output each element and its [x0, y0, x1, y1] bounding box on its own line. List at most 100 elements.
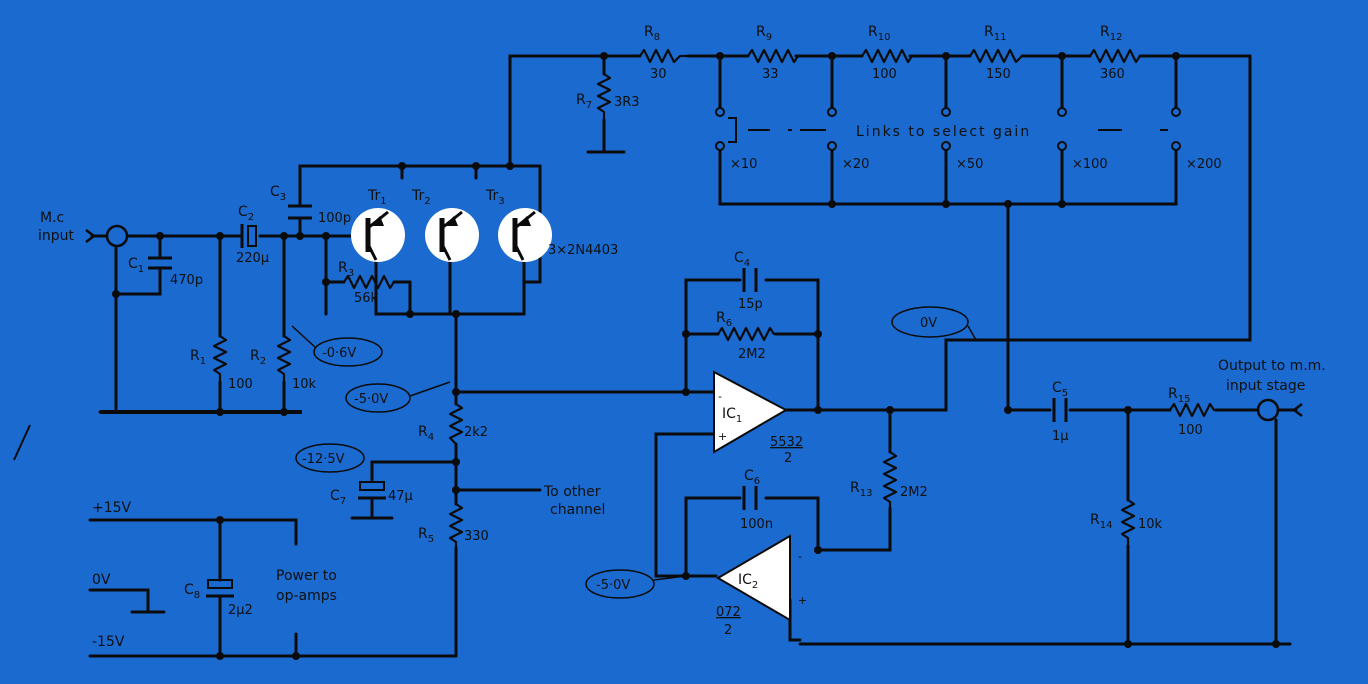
r8-body — [639, 48, 688, 64]
r12-body — [1089, 48, 1141, 64]
r5-body — [448, 503, 464, 548]
tr3-designator: Tr3 — [485, 188, 505, 207]
r2-body — [276, 335, 292, 382]
r7-body — [596, 73, 612, 120]
connectors — [85, 224, 1303, 422]
tr2-symbol — [425, 208, 479, 262]
ic1-unit: 2 — [784, 451, 792, 466]
gain-x50: ×50 — [956, 157, 983, 172]
margin-mark — [13, 424, 31, 461]
label-mc-input-1: M.c — [40, 210, 64, 226]
ic2-unit: 2 — [724, 623, 732, 638]
r14-value: 10k — [1138, 517, 1163, 532]
gain-x10: ×10 — [730, 157, 757, 172]
r13-value: 2M2 — [900, 485, 928, 500]
c4-value: 15p — [738, 297, 763, 312]
label-power-1: Power to — [276, 568, 337, 584]
c3-designator: C3 — [270, 184, 286, 203]
voltage-v1: -0·6V — [322, 346, 356, 361]
c6-designator: C6 — [744, 468, 760, 487]
r2-value: 10k — [292, 377, 317, 392]
ic1-part: 5532 — [770, 435, 803, 450]
tr2-designator: Tr2 — [411, 188, 431, 207]
r4-value: 2k2 — [464, 425, 488, 440]
r6-designator: R6 — [716, 310, 732, 329]
label-rail-neg: -15V — [92, 634, 125, 650]
gain-x100: ×100 — [1072, 157, 1108, 172]
r3-body — [343, 274, 395, 290]
r9-designator: R9 — [756, 24, 772, 43]
gain-x200: ×200 — [1186, 157, 1222, 172]
r8-value: 30 — [650, 67, 667, 82]
r6-value: 2M2 — [738, 347, 766, 362]
r4-body — [448, 403, 464, 445]
tr1-symbol — [351, 208, 405, 262]
label-links: Links to select gain — [856, 124, 1031, 140]
r12-value: 360 — [1100, 67, 1125, 82]
c5-body — [1052, 398, 1068, 422]
label-other-channel-2: channel — [550, 502, 605, 518]
label-output-1: Output to m.m. — [1218, 358, 1326, 374]
label-rail-pos: +15V — [92, 500, 132, 516]
output-jack — [1256, 398, 1280, 422]
r1-designator: R1 — [190, 348, 206, 367]
label-other-channel-1: To other — [543, 484, 601, 500]
gain-x20: ×20 — [842, 157, 869, 172]
r10-value: 100 — [872, 67, 897, 82]
voltage-v3: -12·5V — [302, 452, 345, 467]
ic2-plus: + — [798, 594, 807, 607]
r2-designator: R2 — [250, 348, 266, 367]
r11-body — [969, 48, 1023, 64]
c7-body — [358, 481, 386, 500]
c7-value: 47μ — [388, 489, 413, 504]
c4-body — [742, 268, 758, 292]
voltage-v4: 0V — [920, 316, 937, 331]
op-amps: - + - + — [713, 370, 807, 622]
tr3-symbol — [498, 208, 552, 262]
label-power-2: op-amps — [276, 588, 337, 604]
c1-body — [148, 256, 172, 270]
c5-designator: C5 — [1052, 380, 1068, 399]
c3-body — [288, 204, 312, 220]
r10-body — [861, 48, 913, 64]
r7-value: 3R3 — [614, 95, 640, 110]
input-jack — [105, 224, 129, 248]
c8-body — [206, 579, 234, 598]
r11-designator: R11 — [984, 24, 1006, 43]
label-transistor-type: 3×2N4403 — [548, 243, 618, 258]
ic2-symbol — [716, 534, 791, 622]
ic1-minus: - — [718, 390, 722, 403]
r8-designator: R8 — [644, 24, 660, 43]
r5-value: 330 — [464, 529, 489, 544]
c8-designator: C8 — [184, 582, 200, 601]
label-output-2: input stage — [1226, 378, 1305, 394]
resistors — [212, 48, 1216, 548]
r7-designator: R7 — [576, 92, 592, 111]
r4-designator: R4 — [418, 424, 434, 443]
c1-value: 470p — [170, 273, 203, 288]
r13-body — [882, 451, 898, 508]
r3-value: 56k — [354, 291, 379, 306]
r6-body — [717, 326, 776, 342]
r1-body — [212, 335, 228, 382]
r11-value: 150 — [986, 67, 1011, 82]
link-dashes — [728, 117, 1168, 143]
capacitors — [148, 204, 1068, 598]
r14-body — [1120, 499, 1136, 546]
ic2-designator: IC2 — [738, 572, 758, 591]
tr1-designator: Tr1 — [367, 188, 387, 207]
text-labels: M.c input Output to m.m. input stage Lin… — [38, 24, 1326, 650]
voltage-callouts — [291, 306, 977, 599]
r3-designator: R3 — [338, 260, 354, 279]
ic1-symbol — [713, 370, 789, 454]
c2-body — [240, 224, 257, 248]
ic2-part: 072 — [716, 605, 741, 620]
label-rail-zero: 0V — [92, 572, 111, 588]
r9-body — [747, 48, 799, 64]
c2-value: 220μ — [236, 251, 269, 266]
r13-designator: R13 — [850, 480, 872, 499]
transistors — [351, 208, 552, 262]
r9-value: 33 — [762, 67, 779, 82]
c7-designator: C7 — [330, 488, 346, 507]
